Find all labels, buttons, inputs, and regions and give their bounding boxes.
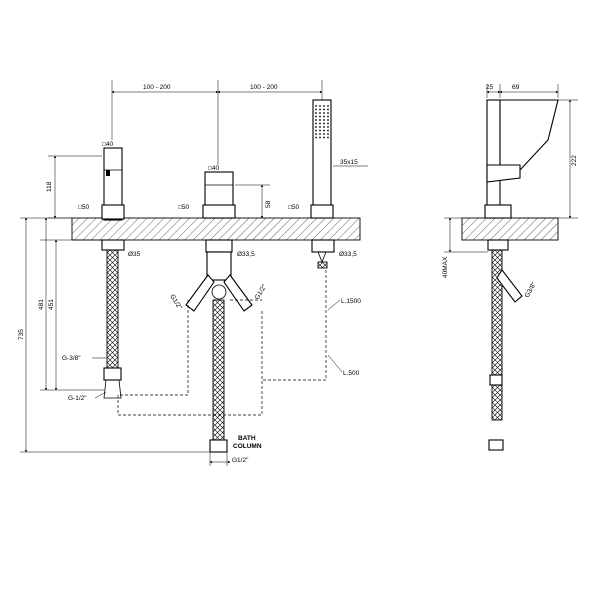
dim-spacing-right: 100 - 200 bbox=[250, 84, 278, 91]
nozzle-dot bbox=[315, 136, 317, 139]
dim-handle-square: □40 bbox=[208, 165, 220, 172]
nozzle-dot bbox=[327, 136, 329, 139]
nozzle-dot bbox=[323, 129, 325, 132]
dim-hand-shower: 35x15 bbox=[340, 159, 358, 166]
nozzle-dot bbox=[315, 119, 317, 121]
dim-side-25: 25 bbox=[486, 84, 494, 91]
nozzle-dot bbox=[327, 108, 329, 111]
dim-handle-height: 58 bbox=[265, 200, 272, 208]
dim-hole-mid: Ø33,5 bbox=[237, 251, 255, 258]
nozzle-dot bbox=[327, 126, 329, 128]
nozzle-dot bbox=[323, 136, 325, 139]
flexible-hoses bbox=[103, 249, 328, 453]
dim-height-451: 451 bbox=[48, 299, 55, 310]
dim-handle-height-lines bbox=[235, 184, 270, 219]
bath-column-thread: G1/2" bbox=[232, 457, 249, 464]
nozzle-dot bbox=[323, 133, 325, 135]
nozzle-dot bbox=[323, 119, 325, 121]
nozzle-dot bbox=[327, 122, 329, 125]
nozzle-dot bbox=[327, 133, 329, 135]
hand-shower-nozzles bbox=[315, 105, 329, 139]
dim-flange-mid: □50 bbox=[178, 204, 190, 211]
dim-spacing-left: 100 - 200 bbox=[143, 84, 171, 91]
nozzle-dot bbox=[327, 129, 329, 132]
dim-hole-left: Ø35 bbox=[128, 251, 141, 258]
hand-shower bbox=[310, 99, 334, 219]
bath-column-label-1: BATH bbox=[238, 435, 256, 442]
dim-spout-height: 118 bbox=[46, 181, 53, 192]
dim-height-481: 481 bbox=[38, 299, 45, 310]
nozzle-dot bbox=[323, 122, 325, 125]
dim-side-222: 222 bbox=[571, 155, 578, 166]
nozzle-dot bbox=[315, 129, 317, 132]
nozzle-dot bbox=[315, 112, 317, 114]
nozzle-dot bbox=[319, 126, 321, 128]
nozzle-dot bbox=[315, 108, 317, 111]
dim-thread-12: G-1/2" bbox=[68, 395, 87, 402]
deck-section-front bbox=[71, 217, 361, 241]
nozzle-dot bbox=[319, 115, 321, 118]
deck-section-side bbox=[461, 217, 559, 241]
nozzle-dot bbox=[323, 108, 325, 111]
bath-column-label-2: COLUMN bbox=[233, 443, 262, 450]
side-dimensions bbox=[444, 84, 578, 253]
height-dimensions bbox=[20, 217, 210, 453]
nozzle-dot bbox=[327, 119, 329, 121]
dim-length-500: L.500 bbox=[343, 370, 360, 377]
mixer-handle bbox=[202, 171, 236, 219]
dim-thread-38: G-3/8" bbox=[62, 355, 81, 362]
nozzle-dot bbox=[319, 108, 321, 111]
nozzle-dot bbox=[323, 112, 325, 114]
nozzle-dot bbox=[319, 133, 321, 135]
spacing-dimensions bbox=[111, 80, 323, 165]
dim-height-735: 735 bbox=[18, 329, 25, 340]
dim-side-thread: G3/8" bbox=[524, 281, 539, 299]
dim-flange-right: □50 bbox=[288, 204, 300, 211]
spout bbox=[101, 147, 125, 221]
dim-connector-left: G1/2" bbox=[168, 293, 183, 311]
dim-side-40max: 40MAX bbox=[442, 256, 449, 278]
nozzle-dot bbox=[315, 122, 317, 125]
dim-length-1500: L.1500 bbox=[341, 298, 361, 305]
hose-routes-dashed bbox=[117, 270, 327, 416]
nozzle-dot bbox=[319, 129, 321, 132]
length-callouts bbox=[327, 299, 343, 373]
nozzle-dot bbox=[327, 105, 329, 107]
nozzle-dot bbox=[319, 119, 321, 121]
nozzle-dot bbox=[327, 112, 329, 114]
nozzle-dot bbox=[323, 126, 325, 128]
dim-spout-square: □40 bbox=[102, 141, 114, 148]
nozzle-dot bbox=[319, 112, 321, 114]
nozzle-dot bbox=[327, 115, 329, 118]
side-view-body bbox=[484, 99, 559, 251]
nozzle-dot bbox=[315, 105, 317, 107]
mounting-nuts bbox=[101, 239, 335, 264]
nozzle-dot bbox=[319, 122, 321, 125]
y-connector bbox=[185, 251, 253, 312]
dim-connector-right: G1/2" bbox=[254, 283, 269, 301]
side-view-hose bbox=[488, 249, 523, 451]
dim-spout-height-lines bbox=[48, 155, 102, 219]
nozzle-dot bbox=[315, 126, 317, 128]
dim-side-69: 69 bbox=[512, 84, 520, 91]
nozzle-dot bbox=[323, 115, 325, 118]
dim-flange-left: □50 bbox=[78, 204, 90, 211]
dim-hole-right: Ø33,5 bbox=[339, 251, 357, 258]
nozzle-dot bbox=[319, 136, 321, 139]
nozzle-dot bbox=[323, 105, 325, 107]
nozzle-dot bbox=[315, 115, 317, 118]
nozzle-dot bbox=[319, 105, 321, 107]
nozzle-dot bbox=[315, 133, 317, 135]
